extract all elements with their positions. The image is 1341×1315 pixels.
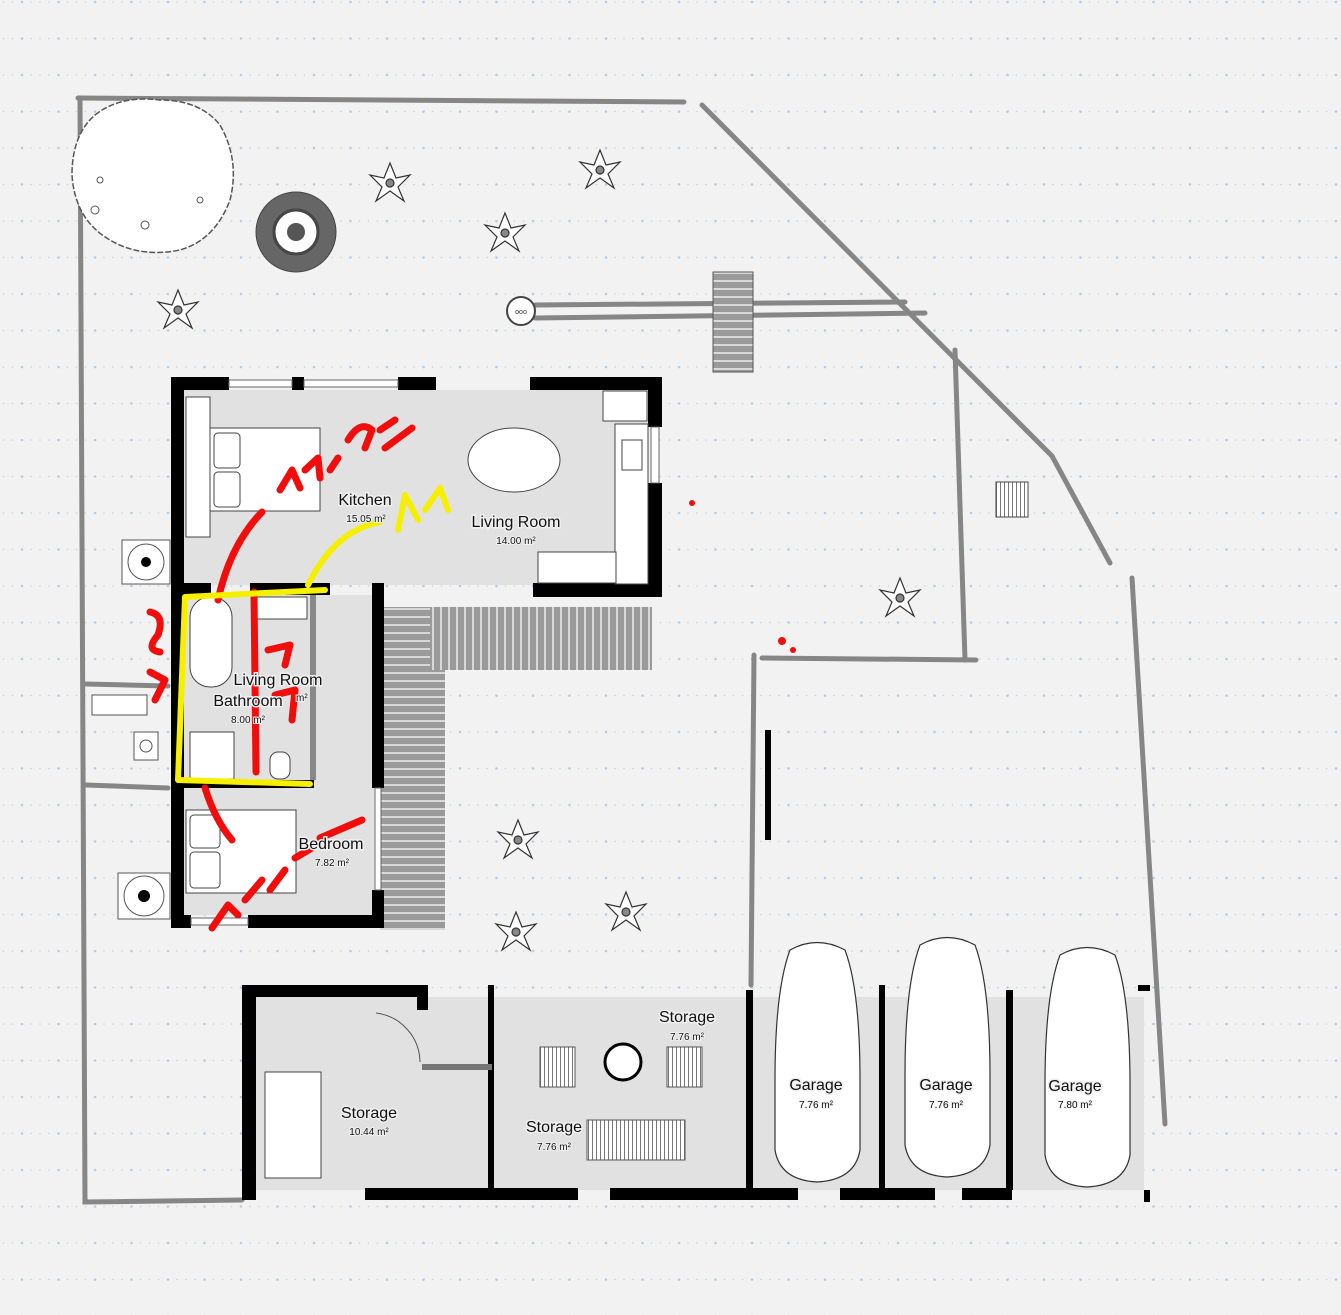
svg-text:ooo: ooo [515, 309, 527, 316]
furniture [185, 390, 649, 894]
heater-icon [91, 694, 159, 761]
room-label-living-room-2: Living Room m² [232, 671, 324, 706]
storage-furniture [264, 1042, 703, 1179]
svg-text:Storage: Storage [526, 1119, 582, 1136]
svg-text:7.82 m²: 7.82 m² [315, 858, 350, 869]
svg-text:Storage: Storage [659, 1009, 715, 1026]
room-label-kitchen: Kitchen 15.05 m² [337, 491, 393, 527]
svg-text:7.76 m²: 7.76 m² [670, 1032, 705, 1043]
plant-icons [156, 148, 922, 952]
svg-text:7.80 m²: 7.80 m² [1058, 1100, 1093, 1111]
room-label-bathroom: Bathroom 8.00 m² [212, 692, 284, 728]
room-label-living-room: Living Room 14.00 m² [470, 513, 562, 549]
svg-text:14.00 m²: 14.00 m² [496, 536, 536, 547]
svg-text:Bathroom: Bathroom [213, 693, 282, 710]
svg-text:Kitchen: Kitchen [338, 492, 391, 509]
garden-bench-icon [712, 271, 754, 373]
room-label-storage-1: Storage 10.44 m² [339, 1104, 398, 1140]
svg-text:Bedroom: Bedroom [299, 836, 364, 853]
outbuilding-floor [256, 997, 1144, 1190]
svg-text:Garage: Garage [919, 1077, 972, 1094]
grill-icon [995, 481, 1029, 518]
room-label-storage-3: Storage 7.76 m² [524, 1118, 583, 1155]
svg-text:15.05 m²: 15.05 m² [346, 514, 386, 525]
car-icons [774, 936, 1131, 1188]
room-label-garage-1: Garage 7.76 m² [788, 1076, 844, 1113]
svg-text:Storage: Storage [341, 1105, 397, 1122]
door-swing [375, 1012, 421, 1063]
svg-text:Garage: Garage [1048, 1078, 1101, 1095]
tree-icon [71, 98, 235, 254]
outbuilding-walls [242, 985, 1150, 1202]
svg-text:Garage: Garage [789, 1077, 842, 1094]
svg-text:Living Room: Living Room [472, 514, 561, 531]
fire-pit-icon [255, 191, 337, 273]
svg-text:7.76 m²: 7.76 m² [929, 1100, 964, 1111]
svg-text:10.44 m²: 10.44 m² [349, 1127, 389, 1138]
sprinkler-icon: ooo [506, 296, 536, 326]
svg-text:7.76 m²: 7.76 m² [537, 1142, 572, 1153]
room-label-bedroom: Bedroom 7.82 m² [297, 835, 365, 871]
deck-horizontal [430, 607, 652, 670]
room-label-garage-2: Garage 7.76 m² [918, 1076, 974, 1113]
svg-text:m²: m² [296, 693, 308, 704]
handwritten-annotations [146, 416, 796, 932]
svg-text:7.76 m²: 7.76 m² [799, 1100, 834, 1111]
svg-text:8.00 m²: 8.00 m² [231, 715, 266, 726]
room-label-garage-3: Garage 7.80 m² [1047, 1077, 1103, 1113]
ac-unit-icon [117, 539, 171, 920]
room-label-storage-2: Storage 7.76 m² [657, 1008, 716, 1045]
svg-text:Living Room: Living Room [234, 672, 323, 689]
